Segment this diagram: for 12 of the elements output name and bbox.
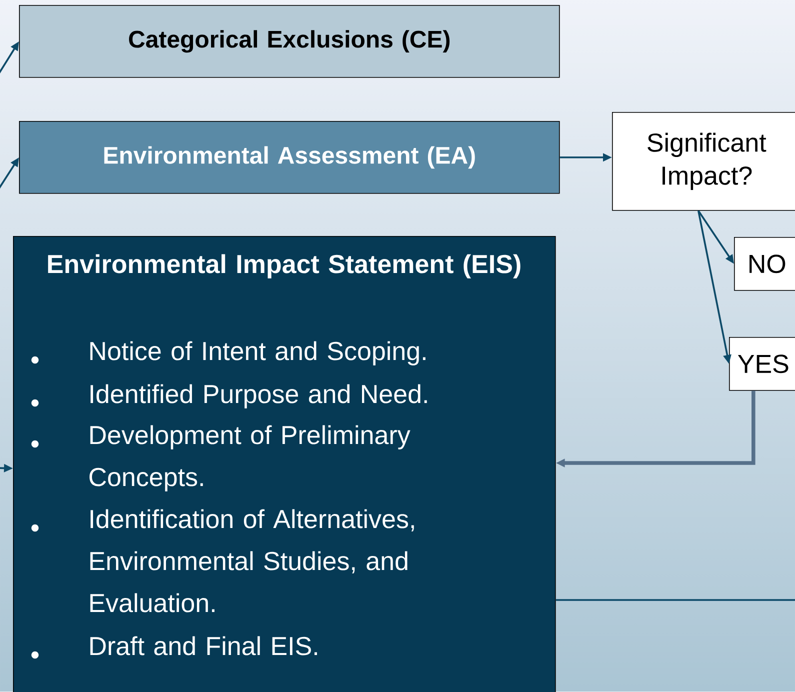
process-box: Environmental Assessment (EA) (19, 121, 560, 194)
bullet-item: Draft and Final EIS. (90, 636, 317, 656)
box-heading: Environmental Impact Statement (EIS) (48, 254, 520, 278)
bullet-item: Identified Purpose and Need. (90, 384, 427, 408)
bullet-item: Notice of Intent and Scoping. (90, 341, 426, 366)
bullet-item: Identification of Alternatives, Environmental Studies, and Evaluation. (90, 509, 414, 612)
bullet-item: Development of Preliminary Concepts. (90, 425, 410, 492)
statement-box (13, 236, 556, 692)
process-box: Categorical Exclusions (CE) (19, 5, 560, 78)
answer-box: NO (734, 237, 795, 291)
answer-box: YES (729, 337, 795, 391)
decision-box: Significant Impact? (612, 112, 795, 211)
